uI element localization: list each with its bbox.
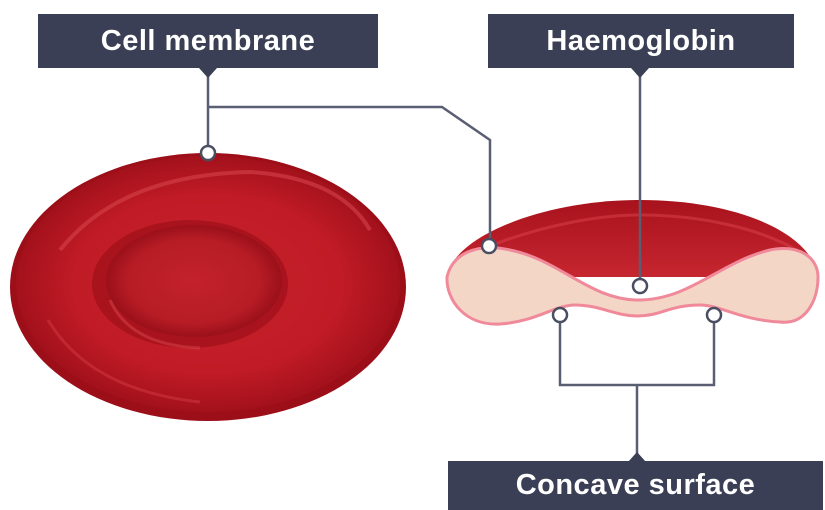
concave-surface-label: Concave surface bbox=[448, 461, 823, 510]
concave-surface-left-marker bbox=[553, 308, 567, 322]
haemoglobin-marker bbox=[633, 279, 647, 293]
cell-membrane-marker bbox=[201, 146, 215, 160]
concave-surface-leader bbox=[560, 316, 714, 385]
cell-membrane-pointer bbox=[199, 68, 217, 78]
haemoglobin-pointer bbox=[631, 68, 649, 78]
red-blood-cell-top-view bbox=[10, 153, 406, 421]
cell-membrane-label: Cell membrane bbox=[38, 14, 378, 68]
cross-section-membrane-marker bbox=[482, 239, 496, 253]
haemoglobin-label: Haemoglobin bbox=[488, 14, 794, 68]
concave-surface-right-marker bbox=[707, 308, 721, 322]
red-blood-cell-cross-section bbox=[447, 200, 818, 324]
